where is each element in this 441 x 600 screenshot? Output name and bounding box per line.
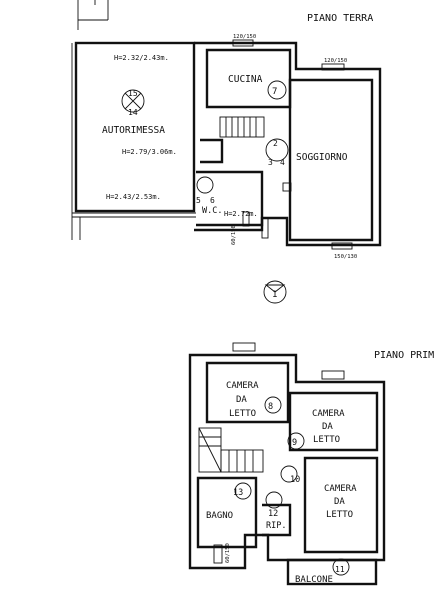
storage-marker-icon: 12 xyxy=(265,491,283,519)
bedroom1-label-3: LETTO xyxy=(229,409,256,419)
bedroom2-label-2: DA xyxy=(322,422,333,432)
wc-height: H=2.72m. xyxy=(224,210,258,218)
svg-text:8: 8 xyxy=(268,402,273,412)
garage-walls xyxy=(74,41,196,213)
bathroom-label: BAGNO xyxy=(206,511,233,521)
svg-text:60/150: 60/150 xyxy=(231,225,237,245)
garage-height-bot: H=2.43/2.53m. xyxy=(106,193,161,201)
svg-text:14: 14 xyxy=(128,108,138,117)
bathroom-window xyxy=(213,544,223,564)
garage-height-top: H=2.32/2.43m. xyxy=(114,54,169,62)
garage-label: AUTORIMESSA xyxy=(102,125,165,136)
svg-text:15: 15 xyxy=(128,89,138,98)
wc-label: W.C. xyxy=(202,206,222,216)
kitchen-marker-icon: 7 xyxy=(267,80,287,100)
first-floor: PIANO PRIM CAMERA DA LETTO 8 CAMERA DA L… xyxy=(188,342,434,586)
balcony-walls xyxy=(286,558,378,586)
column-icon xyxy=(282,182,292,192)
bedroom1-label-2: DA xyxy=(236,395,247,405)
bedroom3-walls xyxy=(303,456,379,554)
storage-walls xyxy=(262,503,292,537)
bedroom2-window xyxy=(321,370,345,380)
bedroom1-window xyxy=(232,342,256,352)
stairs-ground xyxy=(219,116,265,138)
svg-text:12: 12 xyxy=(268,509,278,519)
bedroom2-label-3: LETTO xyxy=(313,435,340,445)
living-window-bottom: 150/130 xyxy=(331,242,357,260)
svg-text:3: 3 xyxy=(268,158,273,167)
house-walls-first xyxy=(188,353,386,570)
bedroom3-label-3: LETTO xyxy=(326,510,353,520)
svg-text:5: 5 xyxy=(196,196,201,205)
bedroom2-label-1: CAMERA xyxy=(312,409,345,419)
garage-height-mid: H=2.79/3.06m. xyxy=(122,148,177,156)
svg-text:9: 9 xyxy=(292,438,297,448)
wc-walls xyxy=(196,170,264,227)
svg-text:13: 13 xyxy=(233,488,243,498)
wc-window: 60/150 xyxy=(231,211,250,245)
bedroom1-walls xyxy=(205,361,290,424)
balcony-label: BALCONE xyxy=(295,575,333,585)
svg-text:60/150: 60/150 xyxy=(225,543,231,563)
bathroom-walls xyxy=(196,476,258,549)
svg-text:2: 2 xyxy=(273,139,278,148)
svg-text:120/150: 120/150 xyxy=(324,58,347,64)
svg-text:6: 6 xyxy=(210,196,215,205)
living-walls xyxy=(288,78,374,242)
svg-text:7: 7 xyxy=(272,87,277,97)
bedroom3-label-1: CAMERA xyxy=(324,484,357,494)
bedroom2-walls xyxy=(288,391,379,452)
stairs-first xyxy=(198,427,264,473)
svg-text:10: 10 xyxy=(290,475,300,485)
living-label: SOGGIORNO xyxy=(296,152,348,163)
balcony-marker-icon: 11 xyxy=(332,558,350,576)
living-marker-icon: 2 3 4 xyxy=(265,138,289,167)
svg-text:11: 11 xyxy=(335,565,345,574)
bedroom2-marker-icon: 9 xyxy=(287,432,305,450)
svg-text:1: 1 xyxy=(272,290,277,300)
floor-title-ground: PIANO TERRA xyxy=(307,13,373,24)
ground-floor: PIANO TERRA H=2.32/2.43m. 15 14 AUTORIME… xyxy=(71,0,382,260)
bedroom3-label-2: DA xyxy=(334,497,345,507)
bathroom-marker-icon: 13 xyxy=(233,482,252,500)
svg-text:150/130: 150/130 xyxy=(334,254,357,260)
garage-marker-icon: 15 14 xyxy=(121,89,145,117)
svg-text:4: 4 xyxy=(280,158,285,167)
storage-label: RIP. xyxy=(266,521,286,531)
bedroom1-marker-icon: 8 xyxy=(264,396,282,414)
svg-text:120/150: 120/150 xyxy=(233,34,256,40)
kitchen-label: CUCINA xyxy=(228,74,263,85)
entrance-marker-icon: 1 xyxy=(263,280,287,304)
bedroom3-marker-icon: 10 xyxy=(280,465,300,485)
floor-title-first: PIANO PRIM xyxy=(374,350,434,361)
living-window-top: 120/150 xyxy=(321,58,347,71)
bedroom1-label-1: CAMERA xyxy=(226,381,259,391)
kitchen-window: 120/150 xyxy=(232,34,256,47)
wc-marker-icon: 5 6 xyxy=(196,176,215,205)
